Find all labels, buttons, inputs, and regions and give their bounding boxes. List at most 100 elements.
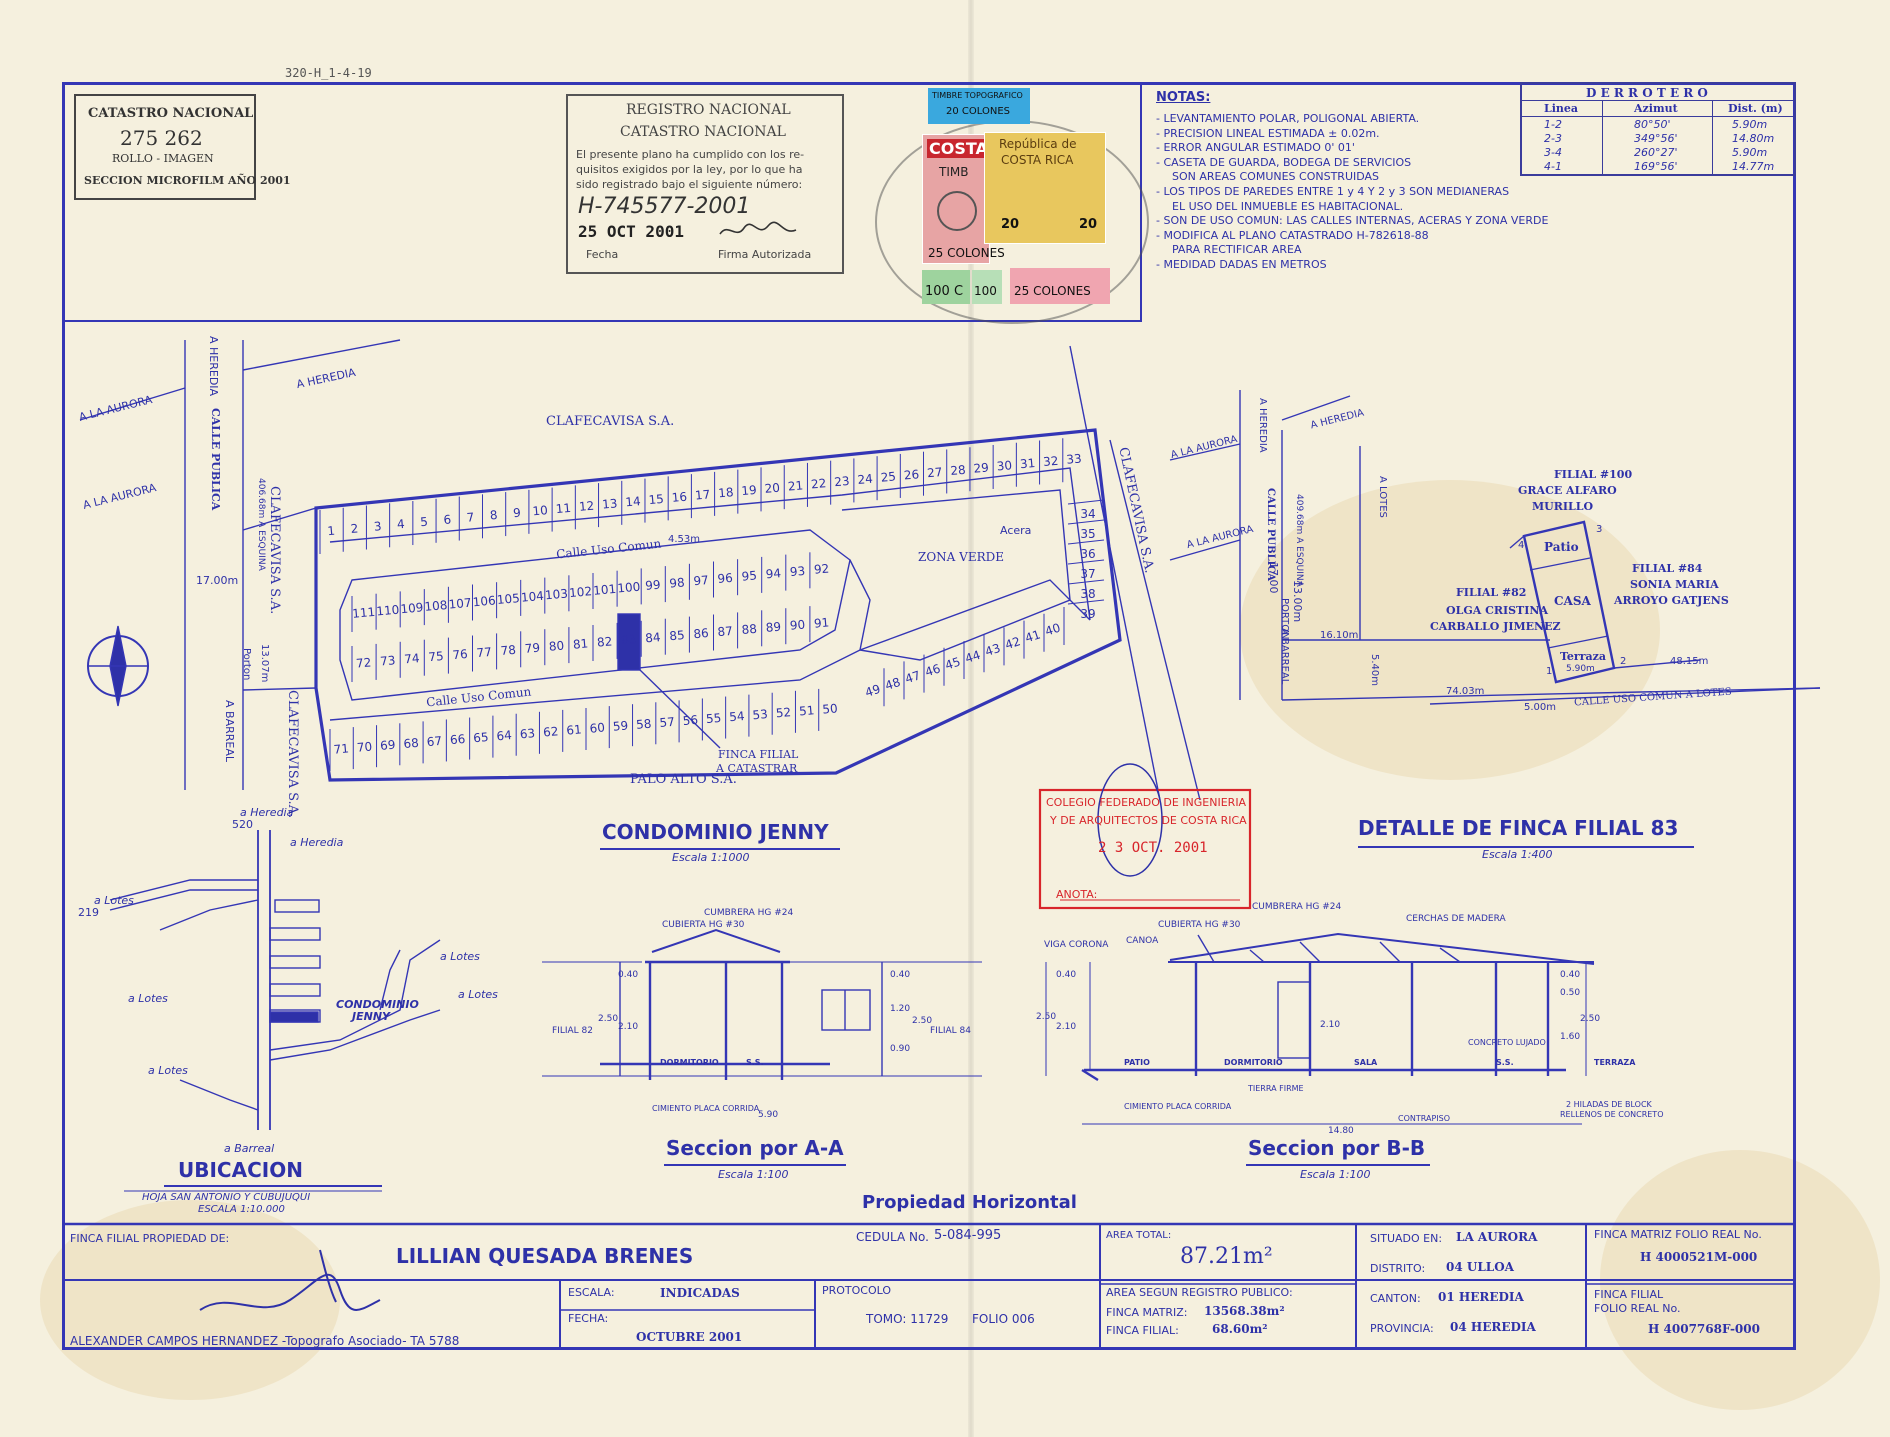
lot-number: 23 (834, 474, 850, 489)
detail-patio: Patio (1544, 540, 1579, 554)
bb-terraza: TERRAZA (1594, 1058, 1636, 1067)
registro-line2: CATASTRO NACIONAL (620, 124, 786, 140)
bb-cumbrera: CUMBRERA HG #24 (1252, 902, 1342, 912)
ubic-scale: ESCALA 1:10.000 (198, 1204, 285, 1215)
vicinity-a-barreal: A BARREAL (1279, 628, 1290, 685)
vicinity-a-lotes: A LOTES (1377, 476, 1388, 518)
aa-scale: Escala 1:100 (718, 1168, 789, 1181)
lot-number: 9 (513, 506, 522, 521)
lot-number: 102 (569, 584, 593, 600)
authorized-signature (718, 220, 798, 240)
catastro-number: 275 262 (120, 126, 203, 150)
lot-number: 96 (717, 571, 733, 586)
label-1307: 13.07m (259, 644, 270, 683)
timbre-value: 20 COLONES (946, 106, 1010, 117)
aa-dim: 0.40 (890, 970, 911, 980)
derrotero-header: Linea (1544, 102, 1579, 115)
detail-point: 3 (1596, 524, 1603, 535)
lot-number: 28 (950, 463, 966, 478)
lot-number: 88 (741, 622, 757, 637)
derrotero-cell: 5.90m (1732, 118, 1768, 131)
nota-item: - LEVANTAMIENTO POLAR, POLIGONAL ABIERTA… (1156, 112, 1420, 125)
stamp-25-colones: 25 COLONES (928, 246, 1005, 260)
derrotero-header: Dist. (m) (1728, 102, 1783, 115)
lot-number: 82 (596, 634, 612, 649)
aa-ss: S.S. (746, 1058, 764, 1067)
tb-escala: INDICADAS (660, 1286, 740, 1300)
tb-owner: LILLIAN QUESADA BRENES (396, 1244, 694, 1268)
tb-cedula-label: CEDULA No. (856, 1230, 929, 1244)
lot-number: 37 (1080, 567, 1095, 581)
lot-number: 33 (1066, 451, 1082, 466)
derrotero-title: D E R R O T E R O (1586, 86, 1708, 100)
paper-stain (1240, 480, 1660, 780)
lot-number: 7 (466, 510, 475, 525)
nota-item: - CASETA DE GUARDA, BODEGA DE SERVICIOS (1156, 155, 1412, 169)
bb-concreto: CONCRETO LUJADO (1468, 1038, 1546, 1047)
registro-plan-number: H-745577-2001 (578, 194, 751, 219)
ubic-a-lotes: a Lotes (128, 992, 168, 1005)
registro-body: sido registrado bajo el siguiente número… (576, 178, 803, 191)
detail-scale: Escala 1:400 (1482, 848, 1553, 861)
vicinity-a-heredia: A HEREDIA (1257, 398, 1268, 453)
lot-number: 85 (669, 628, 685, 643)
detail-point: 1 (1546, 666, 1553, 677)
lot-number: 94 (765, 566, 781, 581)
lot-number: 109 (400, 600, 424, 616)
lot-number: 38 (1080, 587, 1095, 601)
aa-cubierta: CUBIERTA HG #30 (662, 920, 745, 930)
lot-number: 105 (496, 591, 520, 607)
detail-7403: 74.03m (1446, 686, 1485, 697)
catastro-seccion: SECCION MICROFILM AÑO 2001 (84, 174, 291, 187)
ubic-219: 219 (78, 906, 99, 919)
detail-terraza: Terraza (1560, 650, 1607, 663)
drawing-frame (62, 82, 1796, 1350)
tb-area-total: 87.21m² (1180, 1244, 1273, 1269)
lot-number: 24 (857, 472, 873, 487)
lot-number: 71 (333, 741, 349, 756)
tb-distrito: 04 ULLOA (1446, 1260, 1514, 1274)
bb-dim: 0.50 (1560, 988, 1581, 998)
lot-number: 83 (621, 632, 637, 647)
nota-item: - LOS TIPOS DE PAREDES ENTRE 1 y 4 Y 2 y… (1156, 185, 1510, 198)
aa-dim: 0.40 (618, 970, 639, 980)
tb-escala-label: ESCALA: (568, 1286, 615, 1299)
lot-number: 108 (424, 598, 448, 614)
lot-number: 99 (645, 578, 661, 593)
bb-dim: 1.60 (1560, 1032, 1581, 1042)
lot-number: 58 (636, 717, 652, 732)
aa-dim: 1.20 (890, 1004, 911, 1014)
label-clafecavisa-left: CLAFECAVISA S.A. (285, 690, 300, 819)
lot-number: 103 (544, 586, 568, 602)
bb-title: Seccion por B-B (1248, 1136, 1426, 1160)
lot-number: 32 (1043, 454, 1059, 469)
lot-number: 45 (943, 655, 962, 673)
lot-number: 92 (813, 562, 829, 577)
lot-number: 57 (659, 715, 675, 730)
lot-number: 79 (524, 641, 540, 656)
registro-body: quisitos exigidos por la ley, por lo que… (576, 163, 803, 176)
detail-4815: 48.15m (1670, 656, 1709, 667)
cfia-date: 2 3 OCT. 2001 (1098, 840, 1208, 856)
lot-divider (1067, 499, 1105, 505)
lot-divider (1067, 559, 1105, 565)
lot-number: 17 (694, 487, 710, 502)
lot-number: 3 (373, 519, 382, 534)
lot-number: 100 (617, 580, 641, 596)
label-1700: 17.00m (196, 574, 239, 587)
lot-number: 42 (1003, 634, 1022, 652)
timbre-top-text: TIMBRE TOPOGRAFICO (932, 91, 1023, 100)
bb-patio: PATIO (1124, 1058, 1150, 1067)
lot-number: 68 (403, 736, 419, 751)
bb-sala: SALA (1354, 1058, 1378, 1067)
bb-cubierta: CUBIERTA HG #30 (1158, 920, 1241, 930)
tb-canton-label: CANTON: (1370, 1292, 1421, 1305)
tb-finca-filial-area: 68.60m² (1212, 1322, 1268, 1336)
lot-divider (1067, 539, 1105, 545)
lot-number: 35 (1080, 527, 1095, 541)
label-a-barreal: A BARREAL (223, 700, 236, 762)
ubic-condo: CONDOMINIO (336, 998, 419, 1011)
lot-number: 69 (380, 738, 396, 753)
tb-fecha: OCTUBRE 2001 (636, 1330, 743, 1344)
lot-number: 47 (903, 668, 922, 686)
